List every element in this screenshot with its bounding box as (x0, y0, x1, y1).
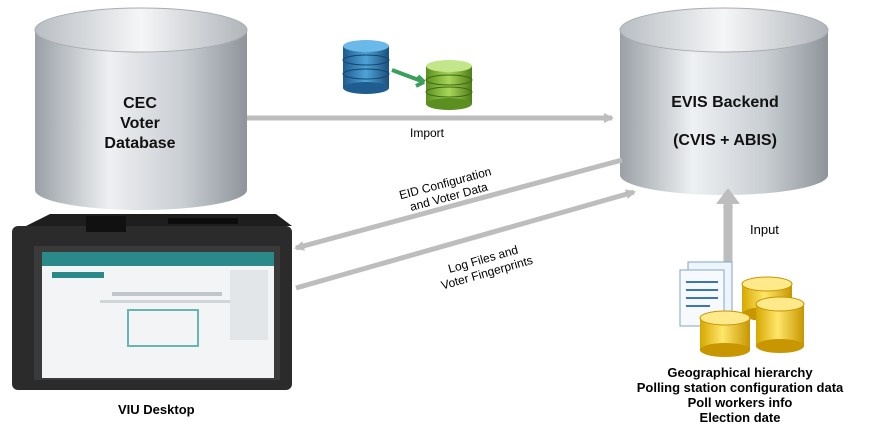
input-item-election-date: Election date (699, 410, 781, 425)
viu-desktop-device (12, 214, 292, 390)
evis-label-line2: (CVIS + ABIS) (673, 132, 777, 149)
input-item-poll-workers-info: Poll workers info (687, 395, 793, 410)
inputs-list: Geographical hierarchy Polling station c… (620, 365, 860, 425)
evis-label-line1: EVIS Backend (671, 94, 779, 111)
cec-label-line1: CEC (123, 95, 157, 112)
input-arrow (716, 188, 740, 262)
input-label: Input (750, 222, 779, 237)
viu-desktop-label: VIU Desktop (118, 402, 195, 417)
documents-and-databases-icon (679, 261, 805, 357)
database-transfer-icon (342, 40, 473, 110)
input-item-polling-station-configuration: Polling station configuration data (636, 380, 844, 395)
cec-label-line3: Database (104, 135, 176, 152)
log-files-arrow (295, 189, 636, 291)
evis-backend-label: EVIS Backend (CVIS + ABIS) (640, 93, 810, 151)
input-item-geographical-hierarchy: Geographical hierarchy (667, 365, 813, 380)
evis-backend-cylinder (619, 7, 829, 195)
eid-configuration-arrow (294, 157, 623, 251)
import-label: Import (410, 126, 445, 140)
cec-label-line2: Voter (120, 115, 160, 132)
cec-database-label: CEC Voter Database (60, 94, 220, 154)
cec-voter-database-cylinder (34, 7, 248, 210)
